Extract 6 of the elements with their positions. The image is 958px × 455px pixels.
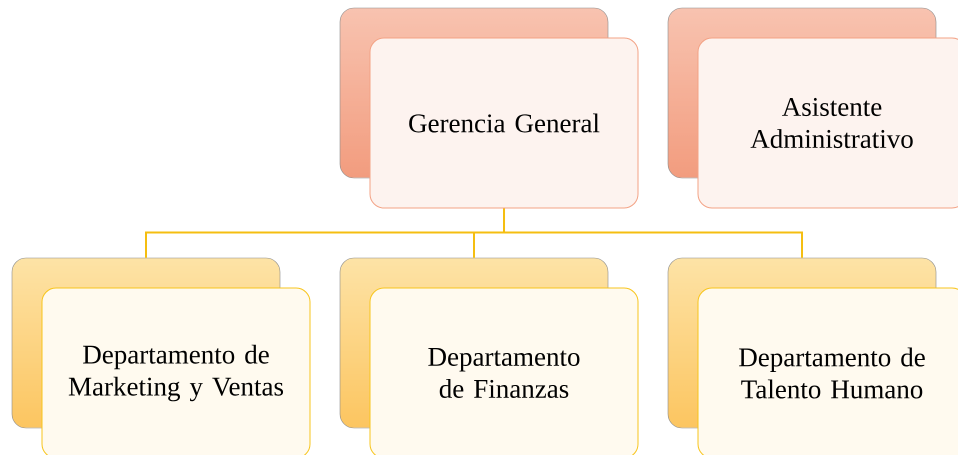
org-box: Departamento de Finanzas (340, 258, 638, 455)
org-box: Asistente Administrativo (668, 8, 958, 208)
org-box: Departamento de Marketing y Ventas (12, 258, 310, 455)
connector-line (503, 208, 804, 258)
org-box: Gerencia General (340, 8, 638, 208)
org-box: Departamento de Talento Humano (668, 258, 958, 455)
